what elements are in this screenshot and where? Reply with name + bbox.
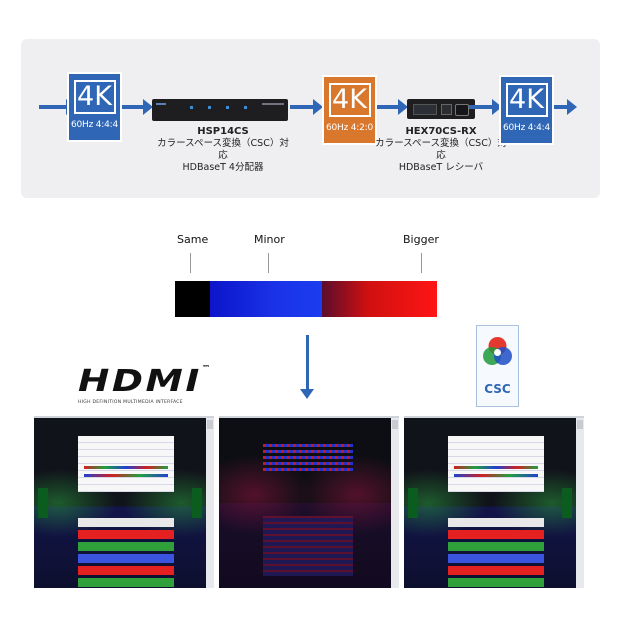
badge-format-label: 60Hz 4:4:4 [502, 123, 551, 133]
hsp14cs-name: HSP14CS [197, 126, 249, 137]
diff-stripes [263, 516, 353, 576]
badge-4k-output: 4K 60Hz 4:4:4 [499, 75, 554, 145]
scale-tick-same [190, 253, 191, 273]
text-block [78, 436, 174, 492]
vertical-scrollbar[interactable] [206, 418, 214, 588]
hsp14cs-device-image [152, 99, 288, 121]
hsp14cs-desc-line2: HDBaseT 4分配器 [182, 162, 264, 173]
test-pattern-original [34, 418, 206, 588]
badge-4k-label: 4K [328, 83, 371, 117]
badge-format-label: 60Hz 4:4:4 [70, 120, 119, 130]
screen-difference [219, 416, 399, 588]
arrow-to-output [469, 99, 502, 115]
badge-4k-source: 4K 60Hz 4:4:4 [67, 72, 122, 142]
badge-format-label: 60Hz 4:2:0 [325, 123, 374, 133]
csc-logo-text: CSC [484, 382, 511, 396]
test-pattern-difference [219, 418, 391, 588]
scale-label-same: Same [177, 233, 209, 246]
scale-segment-minor [210, 281, 322, 317]
hsp14cs-caption: HSP14CS カラースペース変換（CSC）対応 HDBaseT 4分配器 [155, 126, 291, 174]
hdmi-logo: HDMI™ HIGH DEFINITION MULTIMEDIA INTERFA… [78, 364, 211, 405]
signal-chain-panel: 4K 60Hz 4:4:4 HSP14CS カラースペース変換（CSC）対応 H… [21, 39, 600, 198]
badge-4k-label: 4K [73, 80, 116, 114]
hex70cs-rx-desc-line1: カラースペース変換（CSC）対応 [375, 138, 507, 161]
csc-color-wheel-icon [483, 337, 512, 365]
arrow-to-receiver [377, 99, 408, 115]
scale-label-bigger: Bigger [403, 233, 439, 246]
arrow-to-splitter [122, 99, 153, 115]
scale-tick-minor [268, 253, 269, 273]
scale-label-minor: Minor [254, 233, 285, 246]
badge-4k-hdbaset: 4K 60Hz 4:2:0 [322, 75, 377, 145]
text-block [448, 436, 544, 492]
scale-tick-bigger [421, 253, 422, 273]
arrow-to-420 [290, 99, 323, 115]
down-arrow [300, 335, 314, 399]
vertical-scrollbar[interactable] [391, 418, 399, 588]
hsp14cs-desc-line1: カラースペース変換（CSC）対応 [157, 138, 289, 161]
hdmi-logo-subtitle: HIGH DEFINITION MULTIMEDIA INTERFACE [78, 400, 183, 405]
difference-scale-bar [175, 281, 437, 317]
hex70cs-rx-caption: HEX70CS-RX カラースペース変換（CSC）対応 HDBaseT レシーバ [373, 126, 509, 174]
hex70cs-rx-device-image [407, 99, 475, 119]
scale-segment-bigger [322, 281, 437, 317]
hex70cs-rx-name: HEX70CS-RX [405, 126, 477, 137]
output-arrow [554, 99, 577, 115]
screen-converted [404, 416, 584, 588]
test-pattern-converted [404, 418, 576, 588]
vertical-scrollbar[interactable] [576, 418, 584, 588]
screen-original [34, 416, 214, 588]
hex70cs-rx-desc-line2: HDBaseT レシーバ [398, 162, 484, 173]
csc-logo: CSC [476, 325, 519, 407]
badge-4k-label: 4K [505, 83, 548, 117]
hdmi-logo-word: HDMI™ [78, 364, 214, 399]
input-arrow [39, 99, 76, 115]
diff-text-block [263, 444, 353, 472]
scale-segment-same [175, 281, 210, 317]
